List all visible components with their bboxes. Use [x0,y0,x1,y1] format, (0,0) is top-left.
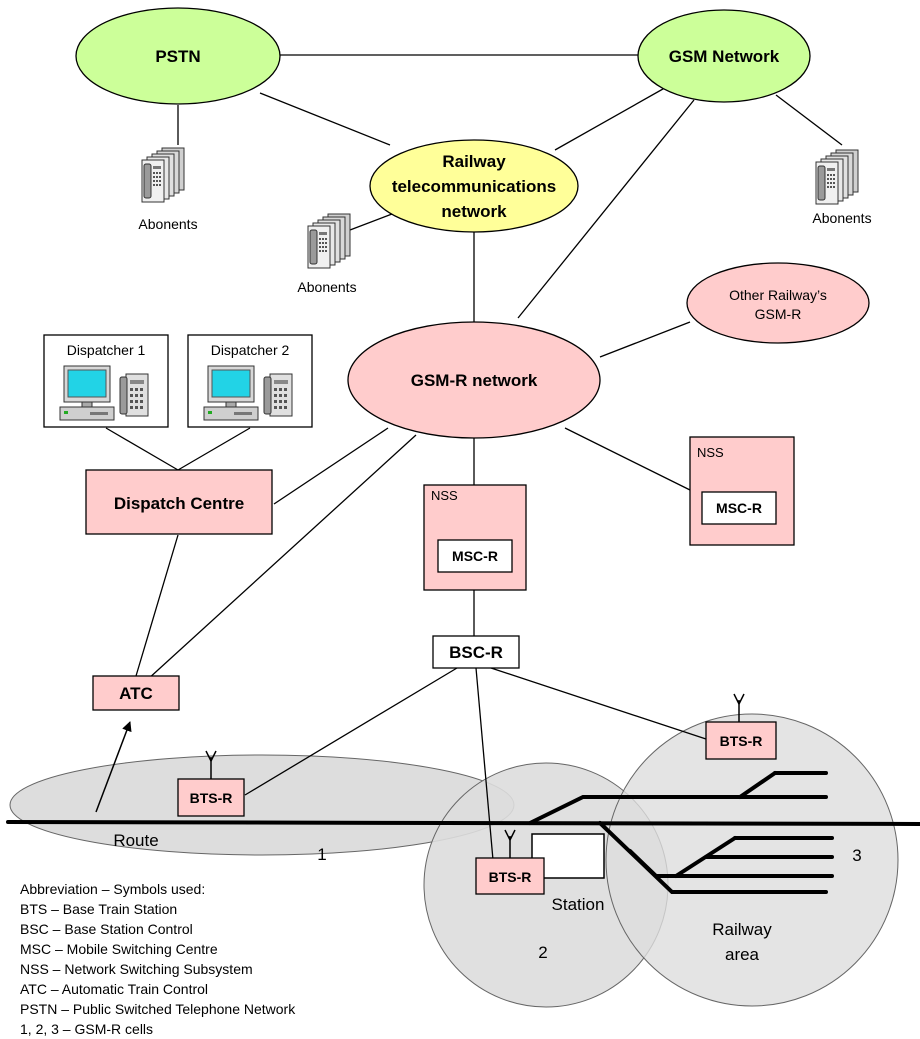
other-railway-node [686,262,870,344]
atc-label: ATC [119,684,153,703]
other-railway-label-1: Other Railway’s [729,287,827,303]
railway-area-label-1: Railway [712,920,772,939]
bts-r-box-station [475,857,545,895]
nss-box-right [689,436,795,546]
bsc-r-box [432,635,520,669]
cell-3-railway-area-circle [605,713,899,1007]
railway-area-label-2: area [725,945,760,964]
railway-telecom-label-2: telecommunications [392,177,556,196]
dispatch-centre-label: Dispatch Centre [114,494,244,513]
phone-stack-icon [307,213,351,269]
legend-item: BTS – Base Train Station [20,901,177,917]
pstn-label: PSTN [155,47,200,66]
legend-item: ATC – Automatic Train Control [20,981,208,997]
phone-stack-icon [815,149,859,205]
route-label: Route [113,831,158,850]
atc-arrow [95,721,132,813]
railway-telecom-label-3: network [441,202,507,221]
abonents-label-pstn: Abonents [138,216,197,232]
msc-r-label-right: MSC-R [716,500,762,516]
computer-icon [59,365,115,421]
bts-r-label-station: BTS-R [489,869,532,885]
abonents-label-gsm: Abonents [812,210,871,226]
railway-telecom-node [369,139,579,233]
cell-1-label: 1 [317,845,326,864]
legend-item: BSC – Base Station Control [20,921,193,937]
msc-r-box-center [437,539,513,573]
railway-tracks [6,771,920,894]
msc-r-label-center: MSC-R [452,548,498,564]
legend-item: MSC – Mobile Switching Centre [20,941,218,957]
cell-2-label: 2 [538,943,547,962]
dispatch-centre-box [85,469,273,535]
legend-item: PSTN – Public Switched Telephone Network [20,1001,296,1017]
nss-label-center: NSS [431,488,458,503]
pstn-node [75,7,281,105]
station-label: Station [552,895,605,914]
desk-phone-icon [263,373,293,417]
legend: Abbreviation – Symbols used: BTS – Base … [20,881,296,1037]
bts-r-label-route: BTS-R [190,790,233,806]
computer-icon [203,365,259,421]
msc-r-box-right [701,491,777,525]
gsmr-network-label: GSM-R network [411,371,538,390]
nss-label-right: NSS [697,445,724,460]
legend-title: Abbreviation – Symbols used: [20,881,205,897]
abonents-label-railway: Abonents [297,279,356,295]
cell-3-label: 3 [852,846,861,865]
other-railway-label-2: GSM-R [755,306,802,322]
dispatcher-1-label: Dispatcher 1 [67,342,146,358]
legend-item: NSS – Network Switching Subsystem [20,961,253,977]
bts-r-label-area: BTS-R [720,733,763,749]
phone-stack-icon [141,147,185,203]
gsm-network-node [637,9,811,103]
gsm-network-label: GSM Network [669,47,780,66]
railway-telecom-label-1: Railway [442,152,506,171]
legend-item: 1, 2, 3 – GSM-R cells [20,1021,153,1037]
connection-lines [105,54,843,861]
dispatcher-2-label: Dispatcher 2 [211,342,290,358]
bts-r-box-route [177,778,245,817]
atc-box [92,675,180,711]
desk-phone-icon [119,373,149,417]
bsc-r-label: BSC-R [449,643,503,662]
gsmr-network-node [347,321,601,439]
bts-r-box-area [705,721,777,760]
